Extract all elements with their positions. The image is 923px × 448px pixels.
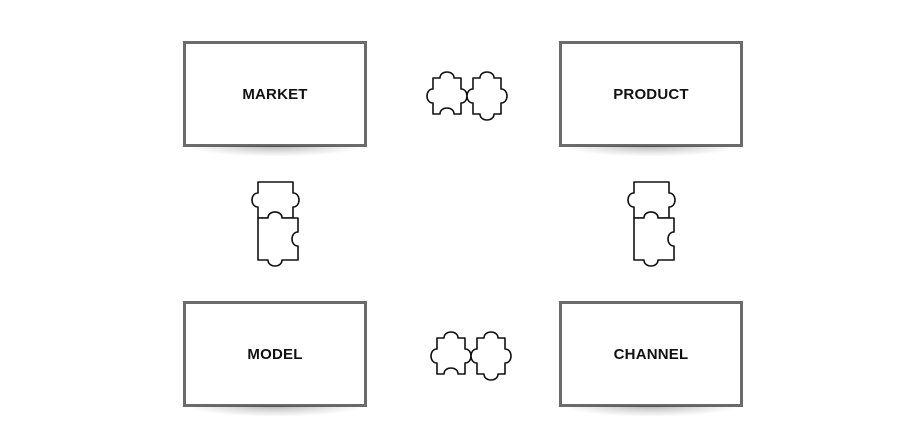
channel-box: CHANNEL [559, 301, 743, 416]
puzzle-pieces-icon [426, 71, 508, 121]
product-label: PRODUCT [613, 85, 689, 103]
model-label: MODEL [247, 345, 303, 363]
channel-label: CHANNEL [613, 345, 689, 363]
puzzle-pieces-icon [251, 181, 300, 267]
market-box: MARKET [183, 41, 367, 156]
puzzle-pieces-icon [627, 181, 676, 267]
puzzle-pieces-icon [430, 331, 512, 381]
market-label: MARKET [242, 85, 308, 103]
model-box: MODEL [183, 301, 367, 416]
product-box: PRODUCT [559, 41, 743, 156]
